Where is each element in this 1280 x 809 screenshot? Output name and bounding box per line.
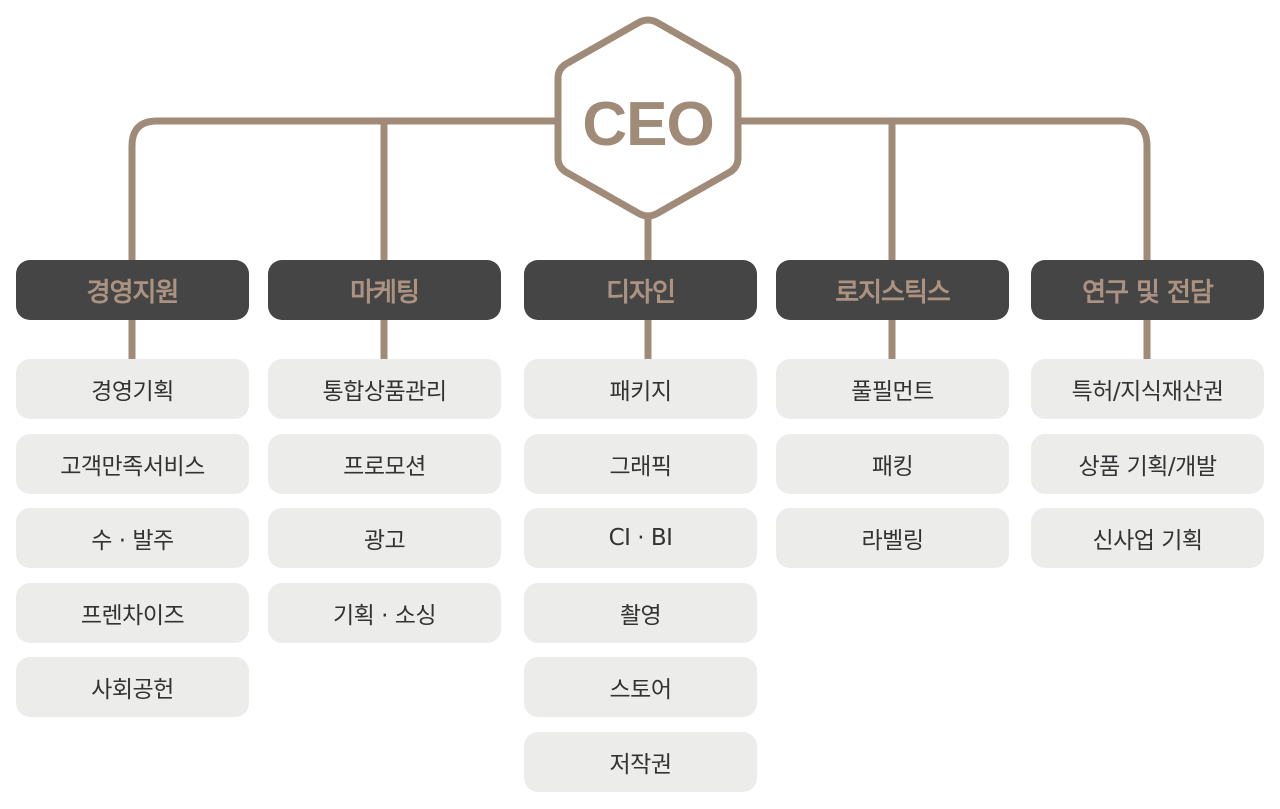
list-item: 그래픽 — [524, 433, 757, 494]
list-item: 패키지 — [524, 359, 757, 419]
dept-items-management-support: 경영기획 고객만족서비스 수 · 발주 프렌차이즈 사회공헌 — [16, 359, 249, 732]
list-item: 광고 — [268, 508, 501, 568]
dept-header-research: 연구 및 전담 — [1031, 260, 1264, 320]
list-item: 신사업 기획 — [1031, 508, 1264, 568]
dept-header-logistics: 로지스틱스 — [776, 260, 1009, 320]
list-item: 상품 기획/개발 — [1031, 433, 1264, 494]
list-item: 프로모션 — [268, 433, 501, 494]
dept-items-design: 패키지 그래픽 CI · BI 촬영 스토어 저작권 — [524, 359, 757, 806]
list-item: 경영기획 — [16, 359, 249, 419]
dept-items-research: 특허/지식재산권 상품 기획/개발 신사업 기획 — [1031, 359, 1264, 583]
list-item: 기획 · 소싱 — [268, 582, 501, 643]
list-item: 패킹 — [776, 433, 1009, 494]
list-item: 통합상품관리 — [268, 359, 501, 419]
ceo-label: CEO — [582, 90, 713, 159]
list-item: 수 · 발주 — [16, 508, 249, 568]
list-item: 저작권 — [524, 731, 757, 792]
list-item: 라벨링 — [776, 508, 1009, 568]
list-item: 촬영 — [524, 582, 757, 643]
list-item: 프렌차이즈 — [16, 582, 249, 643]
dept-items-logistics: 풀필먼트 패킹 라벨링 — [776, 359, 1009, 583]
list-item: 스토어 — [524, 657, 757, 717]
list-item: 사회공헌 — [16, 657, 249, 717]
list-item: 풀필먼트 — [776, 359, 1009, 419]
ceo-hexagon — [554, 16, 742, 220]
dept-header-management-support: 경영지원 — [16, 260, 249, 320]
list-item: 고객만족서비스 — [16, 433, 249, 494]
dept-items-marketing: 통합상품관리 프로모션 광고 기획 · 소싱 — [268, 359, 501, 657]
dept-header-marketing: 마케팅 — [268, 260, 501, 320]
ceo-node: CEO — [554, 16, 742, 220]
dept-header-design: 디자인 — [524, 260, 757, 320]
list-item: CI · BI — [524, 508, 757, 568]
list-item: 특허/지식재산권 — [1031, 359, 1264, 419]
